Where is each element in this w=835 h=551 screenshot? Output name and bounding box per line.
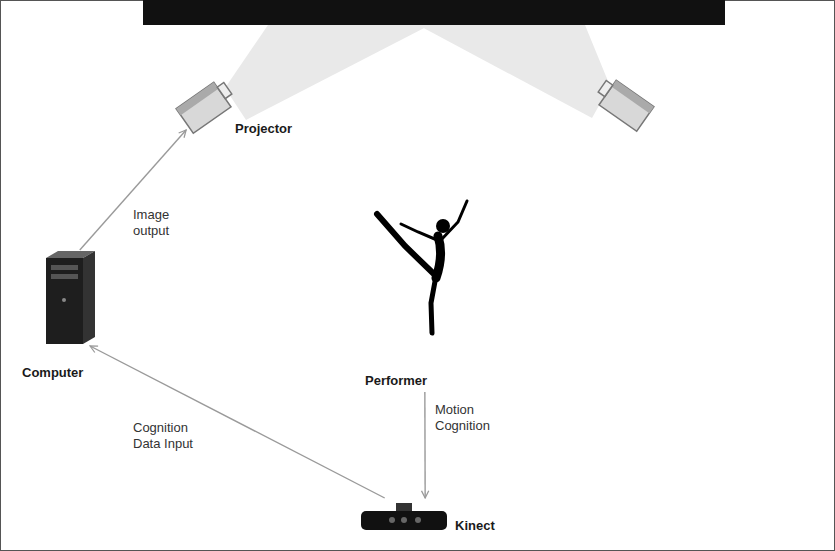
projector-lens — [598, 81, 613, 97]
drive-bay — [51, 265, 78, 270]
projector-body — [176, 82, 231, 133]
drive-bay — [51, 274, 78, 279]
dancer-silhouette — [377, 201, 467, 333]
projector-top — [612, 80, 654, 113]
projector-icon — [592, 76, 653, 132]
dancer-torso — [436, 236, 441, 278]
computer-node: Computer — [42, 250, 96, 346]
dancer-leg — [377, 214, 436, 276]
performer-node: Performer — [365, 198, 470, 392]
kinect-camera — [401, 517, 407, 523]
dancer-arm — [441, 201, 467, 240]
tower-side — [83, 251, 95, 344]
dancer-leg — [431, 276, 436, 333]
dancer-arm — [401, 224, 437, 240]
projector-top — [176, 82, 218, 115]
power-button — [62, 298, 66, 302]
kinect-sensor — [361, 503, 447, 530]
projector-node: Projector — [178, 82, 236, 130]
projection-beam — [418, 25, 610, 118]
kinect-camera — [389, 517, 395, 523]
flow-arrow — [424, 392, 426, 498]
projector-icon — [176, 78, 237, 134]
edge-label: Image output — [133, 207, 188, 239]
computer-tower — [46, 251, 95, 344]
kinect-stand — [396, 503, 412, 512]
edge-label: Cognition Data Input — [133, 420, 208, 452]
projector-body — [599, 80, 654, 131]
projection-beam — [225, 25, 430, 120]
flow-arrow — [80, 130, 186, 250]
projection-screen — [143, 0, 725, 25]
flow-arrow — [90, 346, 385, 498]
node-label: Performer — [365, 373, 427, 388]
kinect-bar — [361, 511, 447, 530]
node-label: Kinect — [455, 518, 495, 533]
kinect-node: Kinect — [358, 498, 450, 534]
edge-label: Motion Cognition — [435, 402, 505, 434]
kinect-camera — [415, 517, 421, 523]
projector-lens — [217, 83, 232, 99]
node-label: Computer — [22, 365, 83, 380]
tower-front — [46, 258, 83, 344]
node-label: Projector — [235, 121, 292, 136]
